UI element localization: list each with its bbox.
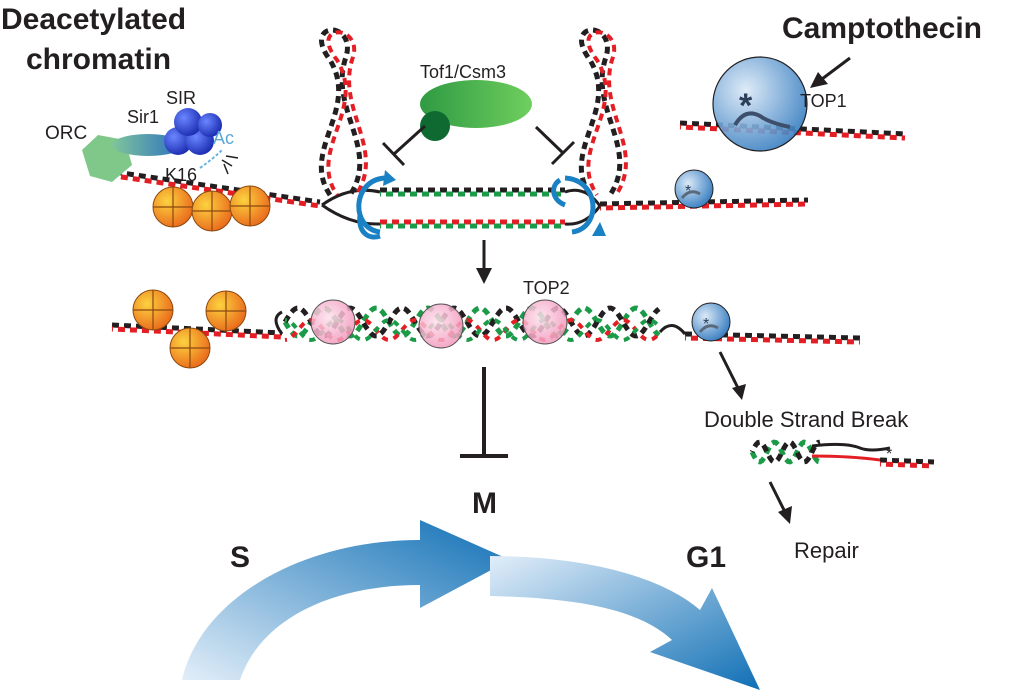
supercoil-loop-left	[318, 27, 368, 197]
top1-small-top	[674, 169, 714, 209]
nucleosome-icon	[229, 185, 271, 227]
double-strand-break-dna	[749, 439, 935, 469]
repair-label: Repair	[794, 538, 859, 563]
nucleosome-icon	[132, 289, 174, 331]
t-bar-icon-inhibit-mitosis	[460, 367, 508, 458]
top2-enzyme	[310, 299, 356, 345]
nucleosome-icon	[191, 190, 233, 232]
ac-label: Ac	[213, 128, 234, 148]
top1-asterisk-middle: *	[703, 316, 709, 333]
sir-label: SIR	[166, 88, 196, 108]
tof1-csm3-label: Tof1/Csm3	[420, 62, 506, 82]
top2-enzyme	[418, 303, 464, 349]
deacetylated-label-line1: Deacetylated	[1, 3, 186, 36]
top2-enzyme	[522, 299, 568, 345]
phase-g1-label: G1	[686, 541, 726, 574]
arrow-camptothecin	[810, 56, 851, 88]
t-bar-icon-tof-left	[381, 124, 427, 167]
nucleosome-icon	[205, 290, 247, 332]
cell-cycle-arrow-s	[182, 520, 510, 680]
circular-arrow-icon-right	[551, 175, 606, 236]
k16-tail	[199, 149, 239, 175]
sir1-label: Sir1	[127, 107, 159, 127]
deacetylated-label-line2: chromatin	[26, 43, 171, 76]
top1-enzyme	[679, 56, 906, 152]
cell-cycle-arrow-g1	[490, 556, 760, 690]
sir-complex	[164, 108, 222, 155]
top1-asterisk-small: *	[685, 183, 691, 200]
t-bar-icon-tof-right	[534, 125, 576, 166]
phase-m-label: M	[472, 487, 497, 520]
orc-label: ORC	[45, 123, 87, 144]
arrow-down-middle	[476, 240, 492, 284]
top2-label: TOP2	[523, 278, 570, 298]
top1-asterisk-large: *	[739, 87, 753, 125]
circular-arrow-icon-left	[356, 170, 396, 240]
nucleosome-icon	[169, 327, 211, 369]
dsb-asterisk: *	[886, 446, 892, 463]
arrow-to-repair	[768, 481, 792, 524]
top1-small-middle	[691, 302, 731, 342]
camptothecin-label: Camptothecin	[782, 12, 982, 45]
top1-label: TOP1	[800, 91, 847, 111]
nucleosome-icon	[152, 186, 194, 228]
supercoil-loop-right	[578, 27, 628, 197]
top-chromatin-left	[114, 169, 321, 209]
top-chromatin-right	[599, 197, 809, 211]
phase-s-label: S	[230, 541, 250, 574]
tof1-csm3-complex	[420, 80, 532, 141]
k16-label: K16	[165, 165, 197, 185]
arrow-to-double-strand-break	[718, 351, 746, 400]
double-strand-break-label: Double Strand Break	[704, 407, 909, 432]
